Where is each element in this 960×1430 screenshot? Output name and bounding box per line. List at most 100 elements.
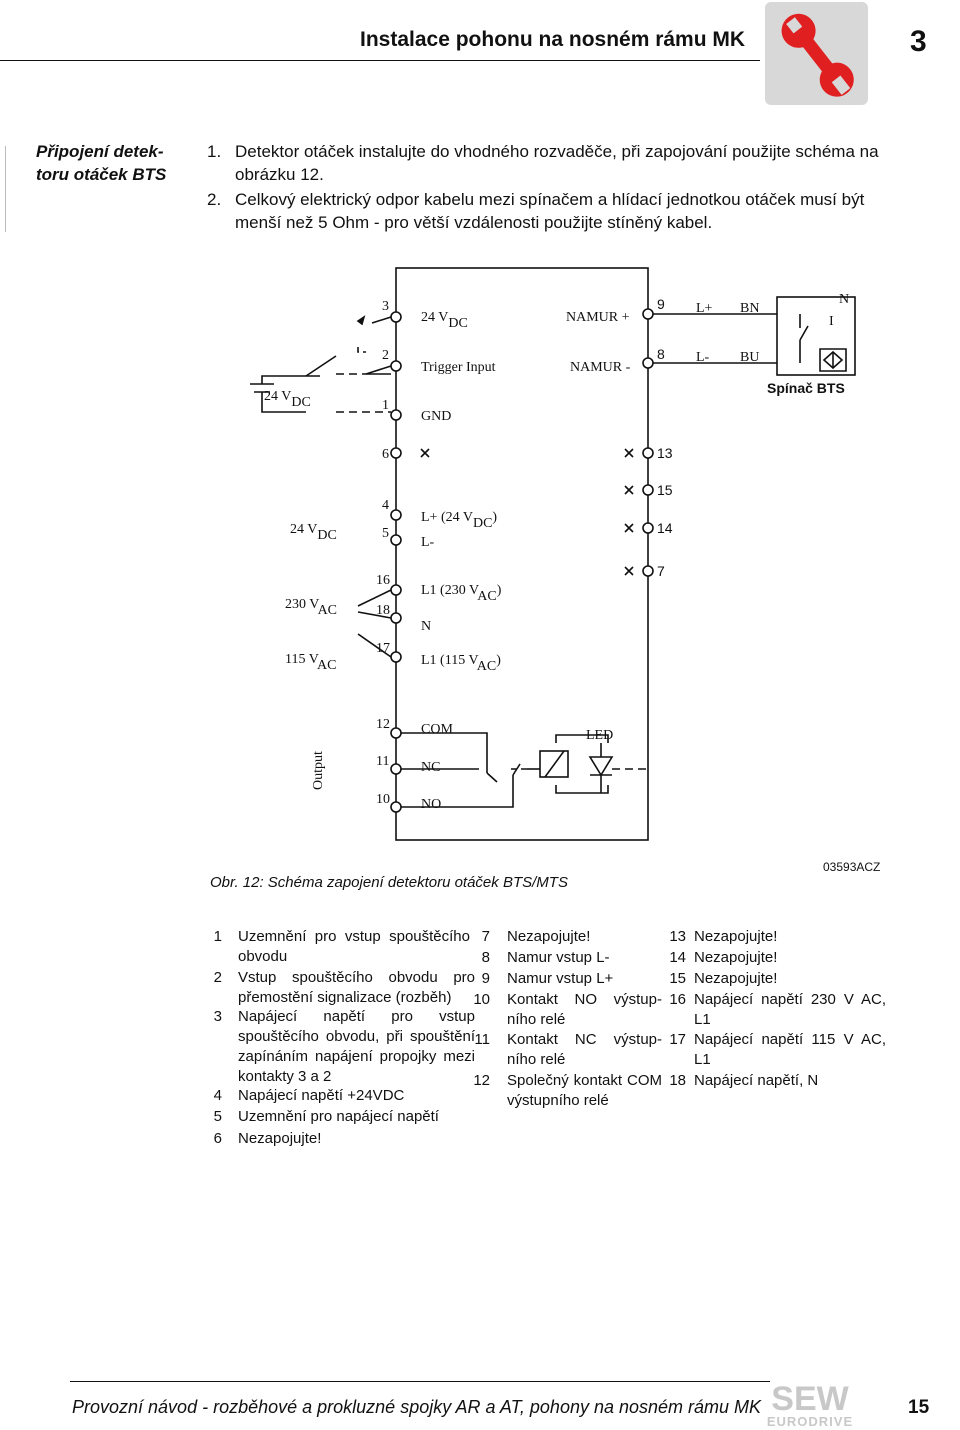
legend-text: Nezapojujte! bbox=[238, 1130, 322, 1147]
legend-text: Uzemnění pro vstup spouštěcího obvodu bbox=[238, 928, 470, 965]
nc-mark bbox=[624, 566, 634, 576]
instruction-item: 2. Celkový elektrický odpor kabelu mezi … bbox=[207, 188, 907, 234]
terminal-12 bbox=[390, 727, 402, 739]
header-title: Instalace pohonu na nosném rámu MK bbox=[360, 28, 746, 51]
n-supply-label: N bbox=[421, 619, 431, 634]
device-box bbox=[395, 267, 649, 841]
terminal-label: 11 bbox=[376, 754, 389, 769]
terminal-label: 15 bbox=[657, 482, 673, 498]
lminus-label: L- bbox=[421, 535, 435, 550]
legend-text: Kontakt NC výstup-ního relé bbox=[507, 1031, 662, 1068]
legend-number: 18 bbox=[669, 1072, 686, 1089]
relay-coil bbox=[539, 750, 569, 778]
legend-number: 14 bbox=[669, 949, 686, 966]
legend-text: Namur vstup L- bbox=[507, 949, 610, 966]
terminal-7 bbox=[642, 565, 654, 577]
gnd-label: GND bbox=[421, 409, 451, 424]
nc-mark bbox=[624, 523, 634, 533]
terminal-label: 12 bbox=[376, 717, 390, 732]
instruction-item: 1. Detektor otáček instalujte do vhodnéh… bbox=[207, 140, 907, 186]
terminal-label: 5 bbox=[382, 526, 389, 541]
section-heading: Připojení detek-toru otáček BTS bbox=[36, 142, 167, 184]
side-divider bbox=[5, 146, 6, 232]
terminal-10 bbox=[390, 801, 402, 813]
no-label: NO bbox=[421, 797, 441, 812]
legend-text: Společný kontakt COM výstupního relé bbox=[507, 1072, 662, 1109]
nc-mark bbox=[624, 448, 634, 458]
com-label: COM bbox=[421, 722, 453, 737]
svg-text:SEW: SEW bbox=[771, 1380, 849, 1418]
ext-115v-label: 115 VAC bbox=[285, 652, 337, 673]
l1-115-label: L1 (115 VAC) bbox=[421, 653, 501, 674]
terminal-5 bbox=[390, 534, 402, 546]
terminal-label: 13 bbox=[657, 445, 673, 461]
sensor-i-label: I bbox=[829, 314, 834, 329]
bu-label: BU bbox=[740, 350, 759, 365]
terminal-14 bbox=[642, 522, 654, 534]
terminal-label: 4 bbox=[382, 498, 389, 513]
led-label: LED bbox=[586, 728, 613, 743]
page-number: 15 bbox=[908, 1397, 930, 1418]
legend-number: 4 bbox=[213, 1087, 222, 1104]
lplus-label: L+ bbox=[696, 301, 713, 316]
supply-label: 24 VDC bbox=[421, 310, 468, 331]
sew-eurodrive-logo: SEW EURODRIVE bbox=[767, 1380, 853, 1429]
nc-label: NC bbox=[421, 760, 440, 775]
legend-number: 11 bbox=[474, 1031, 490, 1048]
l1-230-label: L1 (230 VAC) bbox=[421, 583, 502, 604]
terminal-label: 10 bbox=[376, 792, 390, 807]
terminal-8 bbox=[642, 357, 654, 369]
wiring-diagram: 3 2 1 6 4 5 16 18 17 12 11 10 9 8 13 15 … bbox=[250, 267, 856, 841]
legend-number: 13 bbox=[669, 928, 686, 945]
footer-rule bbox=[70, 1381, 770, 1382]
footer-text: Provozní návod - rozběhové a prokluzné s… bbox=[72, 1397, 762, 1417]
legend-text: Nezapojujte! bbox=[694, 949, 778, 966]
terminal-16 bbox=[390, 584, 402, 596]
sensor-box bbox=[776, 296, 856, 376]
legend-number: 17 bbox=[669, 1031, 686, 1048]
legend-text: Vstup spouštěcího obvodu pro přemostění … bbox=[238, 969, 475, 1006]
figure-code: 03593ACZ bbox=[823, 860, 881, 874]
wrench-icon bbox=[781, 13, 854, 97]
terminal-13 bbox=[642, 447, 654, 459]
legend-number: 15 bbox=[669, 970, 686, 987]
chapter-icon-tile bbox=[765, 2, 868, 105]
svg-text:EURODRIVE: EURODRIVE bbox=[767, 1414, 853, 1429]
terminal-2 bbox=[390, 360, 402, 372]
legend-text: Napájecí napětí, N bbox=[694, 1072, 819, 1089]
header-rule bbox=[0, 60, 760, 61]
legend-number: 12 bbox=[473, 1072, 490, 1089]
legend-text: Napájecí napětí 230 V AC, L1 bbox=[694, 991, 886, 1028]
nc-mark bbox=[420, 448, 430, 458]
terminal-6 bbox=[390, 447, 402, 459]
terminal-label: 9 bbox=[657, 296, 665, 312]
terminal-label: 2 bbox=[382, 348, 389, 363]
legend-number: 6 bbox=[213, 1130, 222, 1147]
terminal-label: 1 bbox=[382, 398, 389, 413]
legend-number: 2 bbox=[213, 969, 222, 986]
terminal-9 bbox=[642, 308, 654, 320]
terminal-11 bbox=[390, 763, 402, 775]
lplus-24-label: L+ (24 VDC) bbox=[421, 510, 497, 531]
ext-24v-label: 24 VDC bbox=[290, 522, 337, 543]
instruction-text: Celkový elektrický odpor kabelu mezi spí… bbox=[235, 190, 865, 232]
sensor-n-label: N bbox=[839, 292, 849, 307]
legend-text: Napájecí napětí 115 V AC, L1 bbox=[694, 1031, 886, 1068]
legend-text: Nezapojujte! bbox=[694, 928, 778, 945]
figure-caption: Obr. 12: Schéma zapojení detektoru otáče… bbox=[210, 874, 568, 891]
instruction-number: 1. bbox=[207, 142, 222, 161]
legend-number: 9 bbox=[481, 970, 490, 987]
legend-number: 10 bbox=[473, 991, 490, 1008]
lminus-label: L- bbox=[696, 350, 710, 365]
output-label: Output bbox=[311, 751, 326, 790]
legend-text: Napájecí napětí pro vstup spouštěcího ob… bbox=[238, 1008, 475, 1085]
legend-number: 8 bbox=[481, 949, 490, 966]
terminal-18 bbox=[390, 612, 402, 624]
instruction-text: Detektor otáček instalujte do vhodného r… bbox=[235, 142, 879, 184]
terminal-label: 18 bbox=[376, 603, 390, 618]
legend-text: Nezapojujte! bbox=[507, 928, 591, 945]
legend-number: 16 bbox=[669, 991, 686, 1008]
namur-plus-label: NAMUR + bbox=[566, 310, 630, 325]
legend-text: Uzemnění pro napájecí napětí bbox=[238, 1108, 439, 1125]
terminal-label: 8 bbox=[657, 346, 665, 362]
